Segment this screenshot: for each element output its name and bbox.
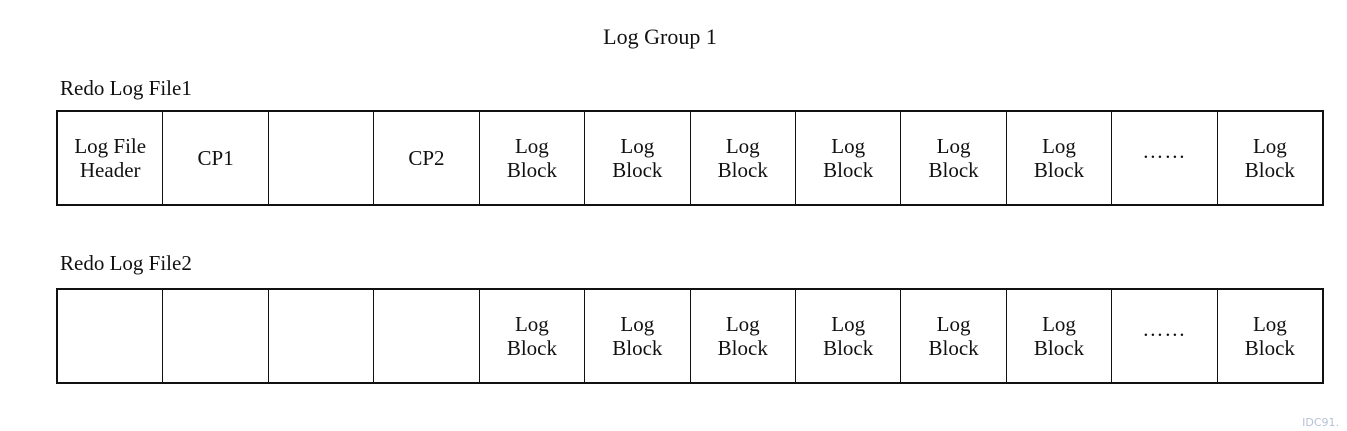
redo-log-file1-row: Log File Header CP1 CP2 Log Block Log Bl… — [56, 110, 1324, 206]
file1-cell-cp1: CP1 — [163, 112, 269, 204]
file1-cell-log-block-1: Log Block — [480, 112, 586, 204]
watermark: IDC91. — [1302, 416, 1339, 429]
file2-cell-log-block-4: Log Block — [796, 290, 902, 382]
file1-cell-log-block-3: Log Block — [691, 112, 796, 204]
file1-cell-log-block-5: Log Block — [901, 112, 1007, 204]
file2-cell-log-block-5: Log Block — [901, 290, 1007, 382]
file1-cell-cp2: CP2 — [374, 112, 480, 204]
file2-cell-empty-4 — [374, 290, 480, 382]
file2-cell-log-block-6: Log Block — [1007, 290, 1113, 382]
file1-cell-ellipsis: …… — [1112, 112, 1218, 204]
file2-cell-log-block-last: Log Block — [1244, 312, 1295, 360]
log-group-title: Log Group 1 — [603, 24, 717, 49]
file1-cell-log-file-header: Log File Header — [58, 112, 164, 204]
file2-cell-ellipsis: …… — [1112, 290, 1218, 382]
file2-cell-log-block-3: Log Block — [691, 290, 796, 382]
file1-cell-log-block-4: Log Block — [796, 112, 902, 204]
redo-log-file2-row: Log Block Log Block Log Block Log Block … — [56, 288, 1324, 384]
file1-cell-log-block-2: Log Block — [585, 112, 691, 204]
file1-cell-log-block-6: Log Block — [1007, 112, 1113, 204]
file2-cell-empty-3 — [269, 290, 375, 382]
redo-log-file1-label: Redo Log File1 — [60, 76, 192, 100]
file1-cell-log-block-last: Log Block — [1244, 134, 1295, 182]
file1-cell-empty — [269, 112, 375, 204]
file2-cell-log-block-2: Log Block — [585, 290, 691, 382]
file2-cell-empty-1 — [58, 290, 164, 382]
redo-log-file2-label: Redo Log File2 — [60, 251, 192, 275]
file2-cell-empty-2 — [163, 290, 269, 382]
file2-cell-log-block-1: Log Block — [480, 290, 586, 382]
